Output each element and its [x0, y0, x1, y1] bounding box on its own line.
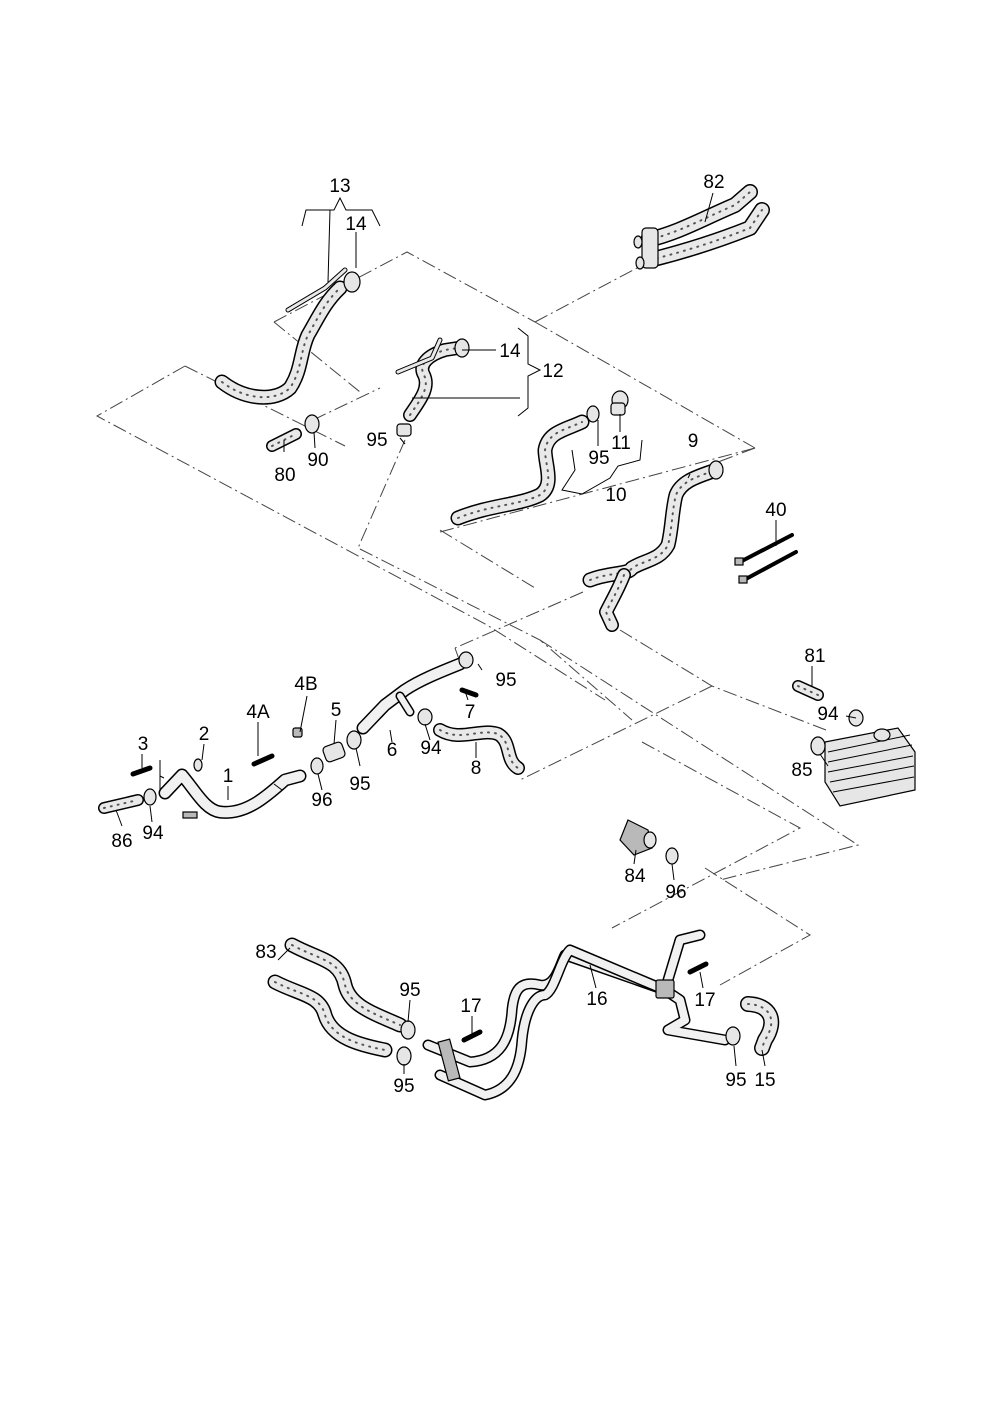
assembly-guide-lines — [95, 251, 860, 986]
clamp-96-left[interactable] — [310, 757, 324, 775]
hose-15[interactable] — [740, 996, 780, 1056]
label-94-c: 94 — [142, 823, 164, 844]
label-4B: 4B — [294, 674, 317, 695]
label-16: 16 — [586, 989, 607, 1010]
clamp-94-mid[interactable] — [417, 708, 433, 726]
screw-7[interactable] — [459, 687, 479, 698]
label-82: 82 — [703, 172, 724, 193]
label-9: 9 — [688, 431, 699, 452]
label-95-c: 95 — [495, 670, 516, 691]
label-14-top: 14 — [345, 214, 367, 235]
label-6: 6 — [387, 740, 398, 761]
clamp-96-right[interactable] — [665, 847, 679, 865]
label-83: 83 — [255, 942, 276, 963]
o-ring-2[interactable] — [193, 758, 203, 772]
oil-cooler-85[interactable] — [810, 727, 916, 807]
screw-3[interactable] — [130, 765, 153, 777]
label-7: 7 — [465, 702, 476, 723]
pipe-6[interactable] — [356, 657, 467, 735]
hose-10[interactable] — [450, 414, 590, 526]
callout-labels: 13 14 82 14 12 95 80 90 95 11 9 10 40 95… — [111, 172, 839, 1097]
hose-piece-81[interactable] — [792, 680, 824, 701]
clamp-95-left[interactable] — [346, 730, 362, 750]
label-17-b: 17 — [694, 990, 715, 1011]
clamp-94-left[interactable] — [143, 788, 157, 806]
hose-8[interactable] — [433, 723, 525, 775]
label-95-a: 95 — [366, 430, 387, 451]
label-86: 86 — [111, 831, 132, 852]
label-95-e: 95 — [399, 980, 420, 1001]
clamp-95-lower-right[interactable] — [725, 1026, 741, 1046]
label-12: 12 — [542, 361, 563, 382]
label-96-a: 96 — [311, 790, 332, 811]
pipe-1[interactable] — [158, 768, 307, 819]
label-14-mid: 14 — [499, 341, 521, 362]
leader-lines — [115, 192, 857, 1074]
pipe-82[interactable] — [633, 184, 770, 270]
label-2: 2 — [199, 724, 210, 745]
label-3: 3 — [138, 734, 149, 755]
cable-ties-40[interactable] — [734, 533, 798, 584]
hose-12[interactable] — [395, 337, 470, 437]
label-95-g: 95 — [725, 1070, 746, 1091]
label-80: 80 — [274, 465, 295, 486]
hose-piece-86[interactable] — [98, 794, 144, 814]
bolt-17-right[interactable] — [687, 961, 709, 975]
label-94-a: 94 — [817, 704, 839, 725]
hose-13[interactable] — [214, 267, 361, 405]
label-8: 8 — [471, 758, 482, 779]
flange-84[interactable] — [619, 819, 657, 856]
clamp-90[interactable] — [304, 414, 320, 434]
label-11: 11 — [611, 433, 631, 454]
label-10: 10 — [605, 485, 626, 506]
bushing-4B[interactable] — [292, 727, 303, 738]
label-84: 84 — [624, 866, 646, 887]
label-5: 5 — [331, 700, 342, 721]
label-1: 1 — [223, 766, 234, 787]
label-40: 40 — [765, 500, 786, 521]
pipe-16[interactable] — [422, 929, 731, 1101]
label-90: 90 — [307, 450, 328, 471]
label-94-b: 94 — [420, 738, 442, 759]
label-95-f: 95 — [393, 1076, 414, 1097]
clamp-95-mid[interactable] — [458, 651, 474, 669]
label-17-a: 17 — [460, 996, 481, 1017]
connector-5[interactable] — [322, 741, 346, 763]
label-96-b: 96 — [665, 882, 686, 903]
label-15: 15 — [754, 1070, 775, 1091]
clamp-95-top[interactable] — [586, 405, 600, 423]
label-81: 81 — [804, 646, 825, 667]
plug-11[interactable] — [610, 390, 629, 416]
label-95-b: 95 — [588, 448, 609, 469]
hoses-83[interactable] — [267, 937, 408, 1058]
label-4A: 4A — [246, 702, 270, 723]
label-95-d: 95 — [349, 774, 370, 795]
bolt-4A[interactable] — [251, 753, 275, 767]
label-85: 85 — [791, 760, 812, 781]
hose-9[interactable] — [582, 460, 724, 632]
label-13: 13 — [329, 176, 350, 197]
